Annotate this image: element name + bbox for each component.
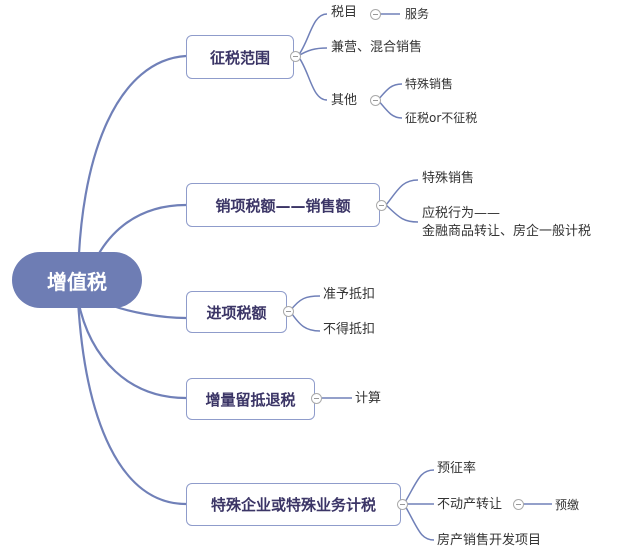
topic-mixed-sales[interactable]: 兼营、混合销售 [331,40,423,55]
connector-root-branch-3 [76,299,187,400]
topic-special-sales[interactable]: 特殊销售 [405,77,454,91]
branch-label: 销项税额——销售额 [215,196,351,215]
collapse-toggle-icon[interactable] [370,95,381,106]
connector-b0-c2 [297,55,328,101]
connector-root-branch-0 [76,54,187,291]
collapse-toggle-icon[interactable] [370,9,381,20]
connector-b4-c0 [403,469,435,505]
branch-label: 增量留抵退税 [205,390,296,409]
collapse-toggle-icon[interactable] [311,393,322,404]
connector-b2-c1 [289,310,321,332]
branch-label: 进项税额 [206,303,267,322]
connector-b0-c0 [297,13,328,57]
branch-label: 特殊企业或特殊业务计税 [210,496,376,514]
connector-c2-g0 [377,83,403,101]
topic-non-deductible[interactable]: 不得抵扣 [323,322,376,337]
connector-b2-c0 [289,295,321,312]
connector-b1-c1 [385,204,419,223]
collapse-toggle-icon[interactable] [376,200,387,211]
topic-deductible[interactable]: 准予抵扣 [323,287,376,302]
topic-other[interactable]: 其他 [331,93,358,108]
collapse-toggle-icon[interactable] [290,51,301,62]
root-label: 增值税 [47,269,107,294]
topic-tax-items[interactable]: 税目 [331,5,358,20]
topic-prepayment[interactable]: 预缴 [555,498,580,512]
topic-taxable-acts[interactable]: 应税行为—— 金融商品转让、房企一般计税 [422,205,591,241]
topic-real-estate-development[interactable]: 房产销售开发项目 [437,533,542,548]
root-node[interactable]: 增值税 [12,252,142,308]
branch-node-output-tax[interactable]: 销项税额——销售额 [186,183,380,227]
topic-line-1: 应税行为—— [422,206,501,221]
branch-label: 征税范围 [209,48,270,67]
topic-line-2: 金融商品转让、房企一般计税 [422,224,592,239]
topic-prelevy-rate[interactable]: 预征率 [437,461,477,476]
collapse-toggle-icon[interactable] [513,499,524,510]
connector-b1-c0 [385,179,419,206]
branch-node-input-tax[interactable]: 进项税额 [186,291,287,333]
collapse-toggle-icon[interactable] [397,499,408,510]
topic-real-estate-transfer[interactable]: 不动产转让 [437,497,503,512]
topic-special-sales[interactable]: 特殊销售 [422,171,475,186]
topic-services[interactable]: 服务 [405,7,430,21]
connector-b4-c2 [403,503,435,541]
topic-calculation[interactable]: 计算 [355,391,382,406]
branch-node-scope[interactable]: 征税范围 [186,35,294,79]
branch-node-special[interactable]: 特殊企业或特殊业务计税 [186,483,401,526]
topic-taxable-or-not[interactable]: 征税or不征税 [405,111,478,125]
branch-node-refund[interactable]: 增量留抵退税 [186,378,315,420]
connector-c2-g1 [377,99,403,119]
collapse-toggle-icon[interactable] [283,306,294,317]
connector-root-branch-4 [76,299,187,506]
